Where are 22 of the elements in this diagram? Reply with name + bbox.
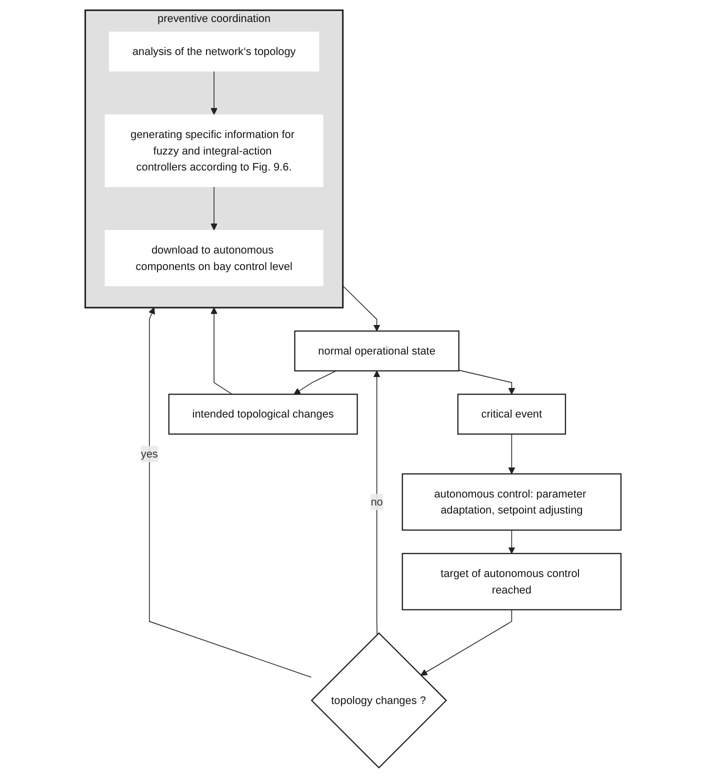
node-box: intended topological changes <box>168 393 358 434</box>
node-box: analysis of the network‘s topology <box>109 31 320 72</box>
edge-label: yes <box>141 446 158 460</box>
node-box: generating specific information for fuzzy and integral-action controllers according to Fig. 9.6. <box>105 114 324 187</box>
node-box: normal operational state <box>294 330 460 371</box>
arrow <box>508 529 516 554</box>
node-box: download to autonomous components on bay control level <box>105 229 324 286</box>
arrow <box>458 369 516 394</box>
arrow <box>294 370 337 394</box>
node-box: autonomous control: parameter adaptation, setpoint adjusting <box>402 472 622 530</box>
edge-label: no <box>371 494 384 508</box>
arrow <box>420 608 512 676</box>
arrow <box>148 306 312 678</box>
node-diamond: topology changes ? <box>311 632 448 768</box>
node-box: target of autonomous control reached <box>402 552 622 610</box>
arrow <box>342 284 381 331</box>
arrow <box>211 186 218 230</box>
arrow <box>211 70 218 114</box>
arrow <box>211 306 233 394</box>
arrow <box>508 433 516 474</box>
arrow <box>374 370 381 634</box>
node-box: critical event <box>458 393 566 434</box>
